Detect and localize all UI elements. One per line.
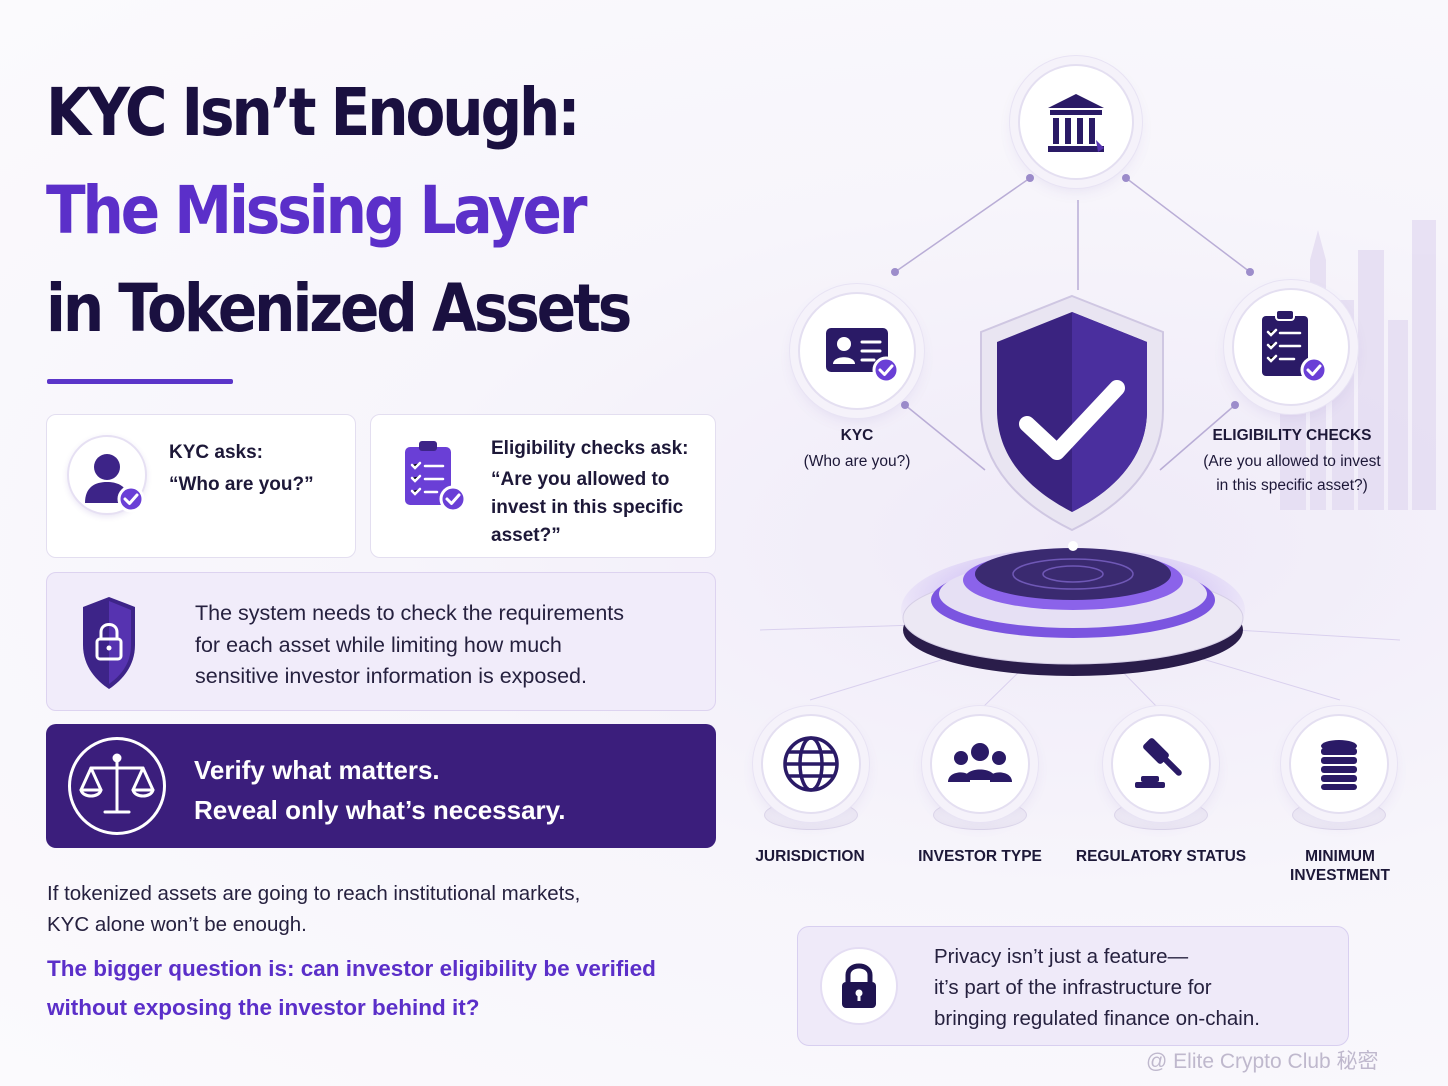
kyc-card: KYC asks: “Who are you?” [46, 414, 356, 558]
body-line-1: If tokenized assets are going to reach i… [47, 882, 581, 905]
minimum-investment-node [1289, 714, 1389, 814]
system-line-3: sensitive investor information is expose… [195, 664, 587, 688]
eligibility-node-label: ELIGIBILITY CHECKS [1212, 427, 1372, 444]
eligibility-quote-line-1: “Are you allowed to [491, 469, 670, 490]
scales-icon [68, 737, 166, 835]
kyc-card-quote: “Who are you?” [169, 474, 314, 495]
regulatory-status-node [1111, 714, 1211, 814]
kyc-node-sublabel: (Who are you?) [803, 453, 911, 470]
globe-icon [783, 736, 839, 792]
gavel-icon [1135, 738, 1182, 788]
checklist-icon [1262, 309, 1328, 384]
kyc-node-label: KYC [840, 427, 874, 444]
eligibility-quote-line-3: asset?” [491, 525, 561, 546]
title-line-2-part1: The Missing [46, 172, 420, 249]
title-divider [47, 379, 233, 384]
title-line-3: in Tokenized Assets [46, 270, 632, 347]
eligibility-card: Eligibility checks ask: “Are you allowed… [370, 414, 716, 558]
eligibility-card-text: Eligibility checks ask: “Are you allowed… [491, 435, 688, 550]
minimum-investment-line-2: INVESTMENT [1290, 867, 1390, 884]
minimum-investment-label: MINIMUM INVESTMENT [1270, 847, 1410, 885]
jurisdiction-node [761, 714, 861, 814]
id-card-icon [826, 328, 900, 384]
system-requirements-card: The system needs to check the requiremen… [46, 572, 716, 711]
eligibility-quote-line-2: invest in this specific [491, 497, 684, 518]
institution-node [1018, 64, 1134, 180]
clipboard-check-icon [399, 437, 471, 517]
kyc-node [798, 292, 916, 410]
eligibility-sub-line-2: in this specific asset?) [1216, 477, 1368, 494]
banner-text: Verify what matters. Reveal only what’s … [194, 750, 565, 830]
question-line-2: without exposing the investor behind it? [47, 995, 480, 1020]
title-line-2: The Missing Layer [46, 178, 588, 244]
minimum-investment-line-1: MINIMUM [1305, 848, 1375, 865]
title-line-2-part2: Layer [419, 172, 588, 249]
kyc-card-text: KYC asks: “Who are you?” [169, 439, 314, 499]
body-paragraph: If tokenized assets are going to reach i… [47, 878, 580, 940]
regulatory-status-label: REGULATORY STATUS [1075, 848, 1247, 865]
watermark: @ Elite Crypto Club 秘密 [1146, 1050, 1379, 1073]
privacy-line-2: it’s part of the infrastructure for [934, 976, 1212, 999]
investor-type-node [930, 714, 1030, 814]
privacy-line-3: bringing regulated finance on-chain. [934, 1007, 1260, 1030]
system-requirements-text: The system needs to check the requiremen… [195, 598, 624, 693]
privacy-callout: Privacy isn’t just a feature— it’s part … [797, 926, 1349, 1046]
eligibility-node-sublabel: (Are you allowed to invest in this speci… [1172, 450, 1412, 498]
kyc-card-heading: KYC asks: [169, 442, 263, 463]
system-line-2: for each asset while limiting how much [195, 632, 562, 657]
system-line-1: The system needs to check the requiremen… [195, 601, 625, 625]
privacy-text: Privacy isn’t just a feature— it’s part … [934, 941, 1260, 1034]
bank-icon [1048, 94, 1104, 152]
verify-banner: Verify what matters. Reveal only what’s … [46, 724, 716, 848]
eligibility-node [1232, 288, 1350, 406]
eligibility-sub-line-1: (Are you allowed to invest [1203, 453, 1381, 470]
shield-lock-icon [81, 595, 137, 691]
banner-line-2: Reveal only what’s necessary. [194, 795, 566, 825]
title-line-1: KYC Isn’t Enough: [46, 74, 581, 151]
coin-stack-icon [1321, 740, 1357, 790]
padlock-icon [820, 947, 898, 1025]
banner-line-1: Verify what matters. [194, 755, 440, 785]
eligibility-card-heading: Eligibility checks ask: [491, 438, 689, 459]
people-icon [948, 743, 1012, 782]
privacy-line-1: Privacy isn’t just a feature— [934, 945, 1189, 968]
question-line-1: The bigger question is: can investor eli… [47, 956, 656, 981]
question-paragraph: The bigger question is: can investor eli… [47, 949, 656, 1027]
investor-type-label: INVESTOR TYPE [918, 848, 1042, 865]
shield-check-icon [975, 292, 1169, 534]
jurisdiction-label: JURISDICTION [755, 848, 865, 865]
body-line-2: KYC alone won’t be enough. [47, 913, 307, 936]
person-icon [67, 435, 147, 515]
central-platform [900, 530, 1246, 680]
